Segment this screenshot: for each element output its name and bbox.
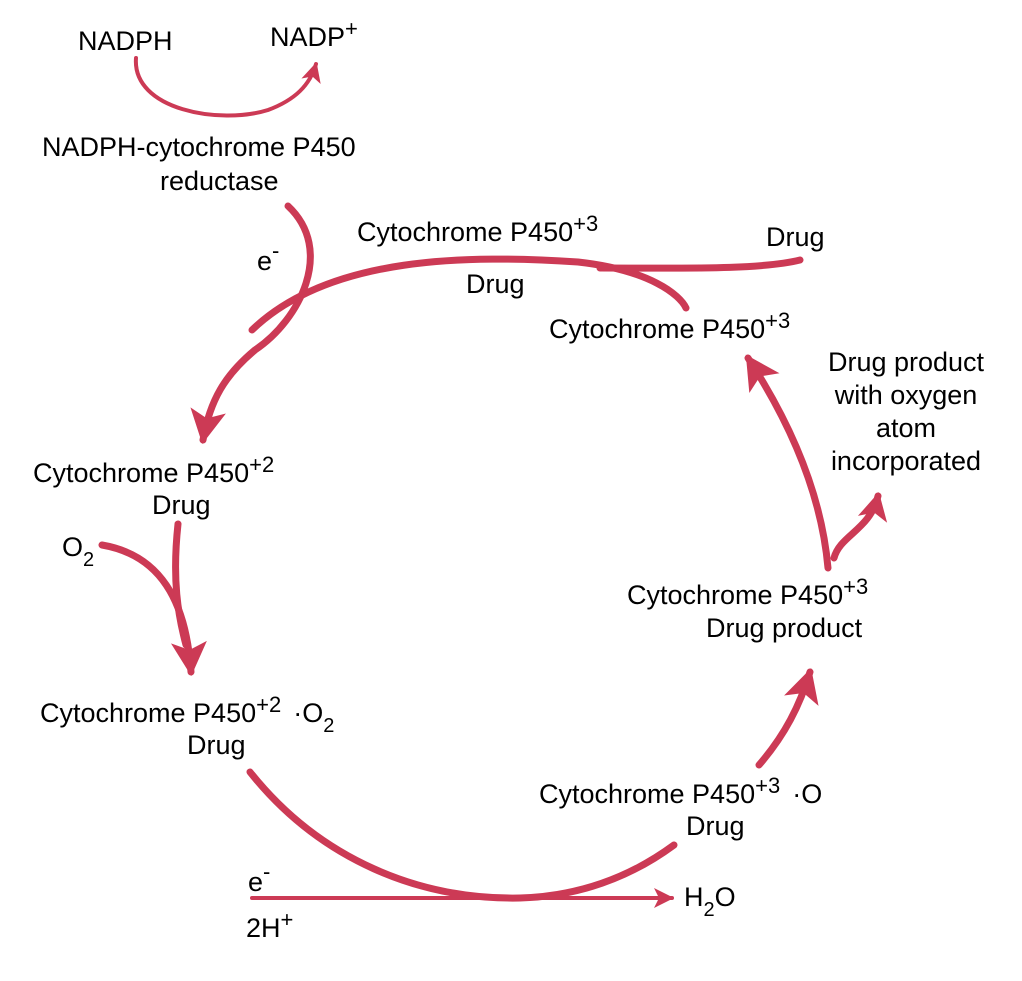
left-down-arrow — [172, 520, 190, 649]
protons-base: 2H — [246, 913, 281, 943]
nadp-label: NADP+ — [270, 16, 358, 52]
water-subscript: 2 — [704, 899, 715, 921]
cytochrome-oxygen-subscript: 2 — [323, 715, 334, 737]
cytochrome-product-superscript: +3 — [843, 574, 868, 599]
release-to-cytochrome-p450-3-arrow — [744, 354, 832, 572]
water-o: O — [715, 882, 736, 912]
cytochrome-oxo-base: Cytochrome P450 — [539, 779, 755, 809]
left-cytochrome-label: Cytochrome P450+2 — [33, 452, 274, 488]
electron-base: e — [257, 246, 272, 276]
right-cytochrome-label: Cytochrome P450+3 — [549, 308, 790, 344]
protons-label: 2H+ — [246, 907, 293, 943]
electron-bottom-base: e — [248, 867, 263, 897]
left-drug-label: Drug — [152, 490, 211, 520]
top-cytochrome-superscript: +3 — [573, 211, 598, 236]
reductase-label-line2: reductase — [160, 166, 279, 196]
cytochrome-oxo-complex-label: Cytochrome P450+3 ·O — [539, 773, 822, 809]
protons-superscript: + — [281, 907, 294, 932]
cytochrome-product-base: Cytochrome P450 — [627, 580, 843, 610]
top-cytochrome-base: Cytochrome P450 — [357, 217, 573, 247]
drug-binding-arc — [248, 255, 690, 334]
cytochrome-oxygen-complex-label: Cytochrome P450+2 ·O2 — [40, 692, 334, 737]
oxygen-to-product-arrow — [755, 668, 819, 769]
product-label-line1: Drug product — [828, 347, 985, 377]
cytochrome-oxygen-base: Cytochrome P450 — [40, 698, 256, 728]
nadph-to-nadp-arrow — [133, 56, 321, 118]
water-h: H — [684, 882, 704, 912]
electron-to-cytochrome-p450-2-arrow — [190, 202, 314, 444]
reductase-label-line1: NADPH-cytochrome P450 — [42, 132, 356, 162]
electron-superscript: - — [272, 238, 279, 263]
cytochrome-oxygen-dot: ·O — [293, 698, 323, 728]
product-label-line2: with oxygen — [834, 380, 978, 410]
oxygen-base: O — [62, 532, 83, 562]
electron-label-bottom: e- — [248, 859, 270, 897]
oxygen-subscript: 2 — [83, 549, 94, 571]
right-cytochrome-superscript: +3 — [765, 308, 790, 333]
product-label-line4: incorporated — [831, 446, 981, 476]
cytochrome-oxygen-drug-label: Drug — [187, 730, 246, 760]
drug-input-label: Drug — [766, 222, 825, 252]
nadp-superscript: + — [345, 16, 358, 41]
cytochrome-oxo-dot: ·O — [792, 779, 822, 809]
left-cytochrome-superscript: +2 — [249, 452, 274, 477]
cytochrome-oxo-drug-label: Drug — [686, 811, 745, 841]
electron-label-top: e- — [257, 238, 279, 276]
product-release-arrow — [830, 492, 888, 562]
cytochrome-product-drug-label: Drug product — [706, 613, 863, 643]
cytochrome-oxygen-superscript: +2 — [256, 692, 281, 717]
left-cytochrome-base: Cytochrome P450 — [33, 458, 249, 488]
cytochrome-product-label: Cytochrome P450+3 — [627, 574, 868, 610]
top-drug-label: Drug — [466, 269, 525, 299]
cytochrome-oxo-superscript: +3 — [755, 773, 780, 798]
oxygen-input-label: O2 — [62, 532, 94, 571]
electron-bottom-superscript: - — [263, 859, 270, 884]
drug-entry-line — [596, 256, 804, 272]
top-cytochrome-label: Cytochrome P450+3 — [357, 211, 598, 247]
nadph-label: NADPH — [78, 26, 173, 56]
nadp-base: NADP — [270, 22, 345, 52]
right-cytochrome-base: Cytochrome P450 — [549, 314, 765, 344]
water-label: H2O — [684, 882, 736, 921]
product-label-line3: atom — [876, 413, 936, 443]
